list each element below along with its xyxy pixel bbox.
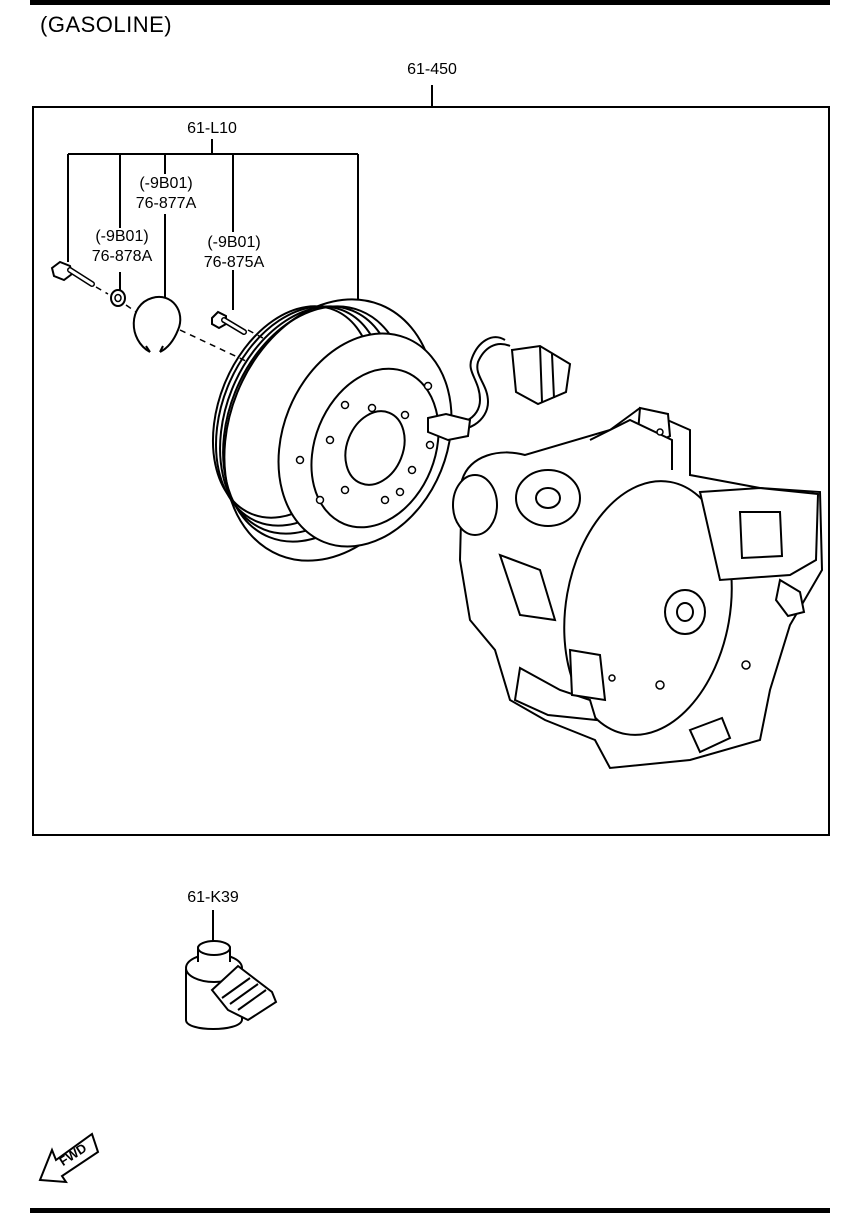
- compressor: [452, 406, 824, 770]
- clutch-connector: [427, 344, 572, 442]
- callout-76-878A: 76-878A: [91, 248, 153, 265]
- bolt: [50, 260, 95, 287]
- callout-76-875A: 76-875A: [203, 254, 265, 271]
- callout-washer-note: (-9B01): [95, 228, 149, 245]
- callout-snap-ring-note: (-9B01): [139, 175, 193, 192]
- pulley-holes: [295, 381, 435, 505]
- top-rule: [30, 0, 830, 5]
- callout-76-877A: 76-877A: [135, 195, 197, 212]
- fwd-arrow-icon: [38, 1132, 100, 1184]
- pressure-switch: [185, 940, 278, 1030]
- page-title: (GASOLINE): [40, 12, 173, 37]
- callout-61-L10: 61-L10: [187, 120, 237, 137]
- callout-61-K39: 61-K39: [187, 889, 239, 906]
- screw: [211, 310, 247, 335]
- snap-ring: [132, 295, 182, 353]
- callout-61-450: 61-450: [407, 61, 457, 78]
- bottom-rule: [30, 1208, 830, 1213]
- washer: [110, 289, 126, 307]
- callout-screw-note: (-9B01): [207, 234, 261, 251]
